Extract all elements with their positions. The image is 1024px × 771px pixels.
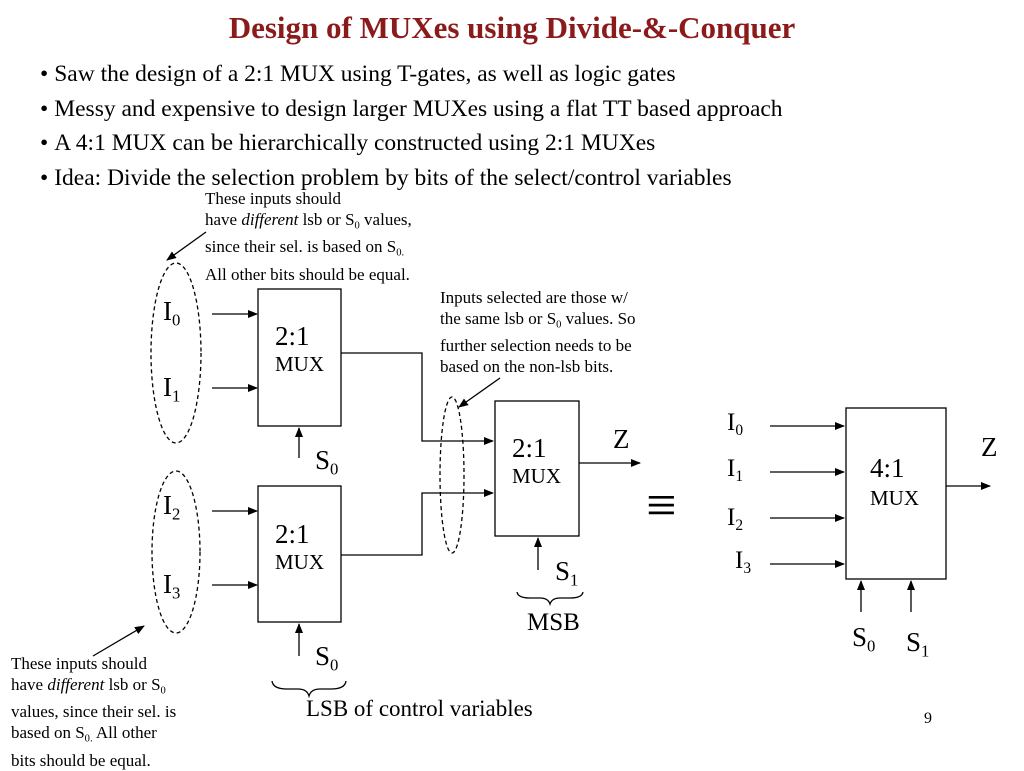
select-label-s1-4to1: S1 bbox=[906, 627, 930, 661]
mux-box-bottom bbox=[257, 485, 342, 623]
msb-brace bbox=[516, 591, 584, 607]
select-label-s1-mid: S1 bbox=[555, 556, 579, 590]
mux-box-4to1 bbox=[845, 407, 947, 580]
mux-box-middle bbox=[494, 400, 580, 537]
select-label-s0-4to1: S0 bbox=[852, 622, 876, 656]
middle-annotation: Inputs selected are those w/ the same ls… bbox=[440, 288, 636, 377]
input-label-4to1-i2: I2 bbox=[727, 504, 744, 534]
input-label-4to1-i1: I1 bbox=[727, 455, 744, 485]
pointer-middle-note bbox=[458, 377, 501, 408]
input-label-4to1-i3: I3 bbox=[735, 547, 752, 577]
slide-title: Design of MUXes using Divide-&-Conquer bbox=[228, 10, 796, 45]
select-label-s0-bottom: S0 bbox=[315, 641, 339, 675]
bullet-item: Idea: Divide the selection problem by bi… bbox=[40, 161, 783, 196]
mux-bottom-text: 2:1 MUX bbox=[275, 519, 325, 574]
pointer-bottom-note bbox=[92, 625, 145, 657]
bullet-item: Messy and expensive to design larger MUX… bbox=[40, 92, 782, 127]
bullet-list: Saw the design of a 2:1 MUX using T-gate… bbox=[40, 57, 783, 196]
lsb-brace bbox=[271, 680, 347, 699]
dashed-ellipse-mid-inputs bbox=[439, 396, 465, 554]
dashed-ellipse-i0-i1 bbox=[150, 262, 202, 444]
select-label-s0-top: S0 bbox=[315, 445, 339, 479]
input-label-i2: I2 bbox=[163, 490, 181, 524]
output-label-mid: Z bbox=[613, 424, 630, 454]
page-number: 9 bbox=[924, 710, 932, 727]
output-label-4to1: Z bbox=[981, 432, 998, 462]
bullet-item: Saw the design of a 2:1 MUX using T-gate… bbox=[40, 57, 783, 92]
pointer-top-note bbox=[166, 231, 207, 261]
bottom-annotation: These inputs should have different lsb o… bbox=[11, 654, 177, 770]
equivalence-symbol: ≡ bbox=[646, 475, 677, 535]
input-label-i3: I3 bbox=[163, 569, 181, 603]
bullet-item: A 4:1 MUX can be hierarchically construc… bbox=[40, 126, 783, 161]
mux-box-top bbox=[257, 288, 342, 427]
wire-bottom-to-mid bbox=[341, 489, 494, 556]
wire-top-to-mid bbox=[341, 352, 494, 445]
mux-4to1-text: 4:1 MUX bbox=[870, 453, 920, 510]
mux-top-text: 2:1 MUX bbox=[275, 321, 325, 376]
msb-label: MSB bbox=[527, 609, 580, 636]
lsb-label: LSB of control variables bbox=[306, 696, 533, 721]
input-label-i1: I1 bbox=[163, 372, 181, 406]
dashed-ellipse-i2-i3 bbox=[151, 470, 201, 634]
input-label-i0: I0 bbox=[163, 296, 181, 330]
mux-middle-text: 2:1 MUX bbox=[512, 433, 562, 488]
input-label-4to1-i0: I0 bbox=[727, 409, 744, 439]
top-annotation: These inputs should have different lsb o… bbox=[205, 189, 412, 284]
